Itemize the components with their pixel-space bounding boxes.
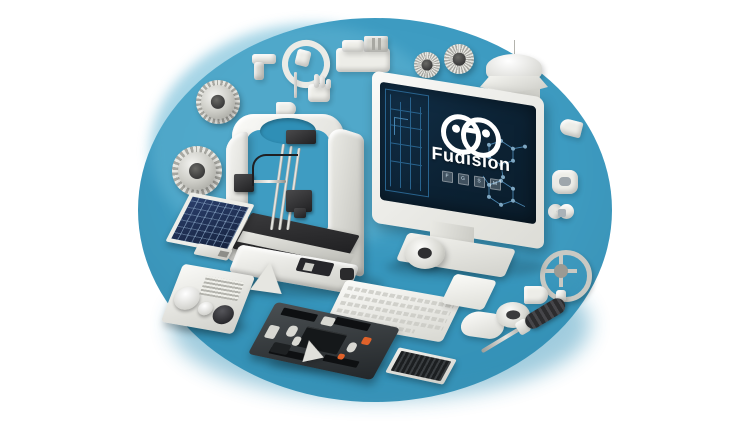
printed-gear-ring-model bbox=[414, 52, 440, 78]
shape-icon[interactable]: S bbox=[473, 175, 485, 189]
printed-cog-model bbox=[444, 44, 474, 74]
printer-gantry-head bbox=[286, 130, 316, 144]
grid-icon[interactable]: G bbox=[457, 172, 469, 186]
printed-clip-model bbox=[524, 286, 548, 304]
printed-valve-wheel-model bbox=[540, 250, 592, 302]
printed-buckle-model bbox=[552, 170, 578, 194]
gear-small bbox=[172, 146, 222, 196]
printed-cone-a bbox=[250, 259, 286, 295]
molecular-diagram-panel bbox=[482, 138, 527, 208]
model-support-stem bbox=[294, 72, 297, 98]
printer-nozzle bbox=[294, 208, 306, 218]
printed-heart-model bbox=[544, 200, 578, 226]
arduino-infinity-logo bbox=[441, 111, 501, 161]
radio-lens bbox=[209, 303, 237, 326]
measure-icon[interactable]: M bbox=[489, 177, 501, 191]
printer-belt-rod bbox=[252, 180, 286, 183]
cad-blueprint-panel bbox=[385, 88, 429, 198]
printed-vehicle-model bbox=[336, 34, 390, 74]
filament-spool bbox=[405, 237, 445, 269]
radio-speaker-grill bbox=[199, 275, 245, 302]
monitor-screen: Fudision F G S M bbox=[380, 81, 536, 225]
printer-cable bbox=[252, 154, 298, 186]
printer-stepper-motor bbox=[234, 174, 254, 192]
printer-extruder bbox=[286, 190, 312, 212]
printer-foot-right bbox=[340, 268, 354, 280]
gear-large bbox=[196, 80, 240, 124]
printed-bracket-model bbox=[252, 54, 276, 80]
fdm-3d-printer bbox=[226, 104, 380, 294]
file-icon[interactable]: F bbox=[441, 170, 453, 184]
desktop-monitor: Fudision F G S M bbox=[372, 70, 552, 278]
printed-hook-model bbox=[276, 96, 296, 118]
printed-hand-model bbox=[306, 74, 334, 104]
screen-branding: Fudision F G S M bbox=[428, 109, 514, 193]
pavilion-spire bbox=[514, 40, 515, 58]
